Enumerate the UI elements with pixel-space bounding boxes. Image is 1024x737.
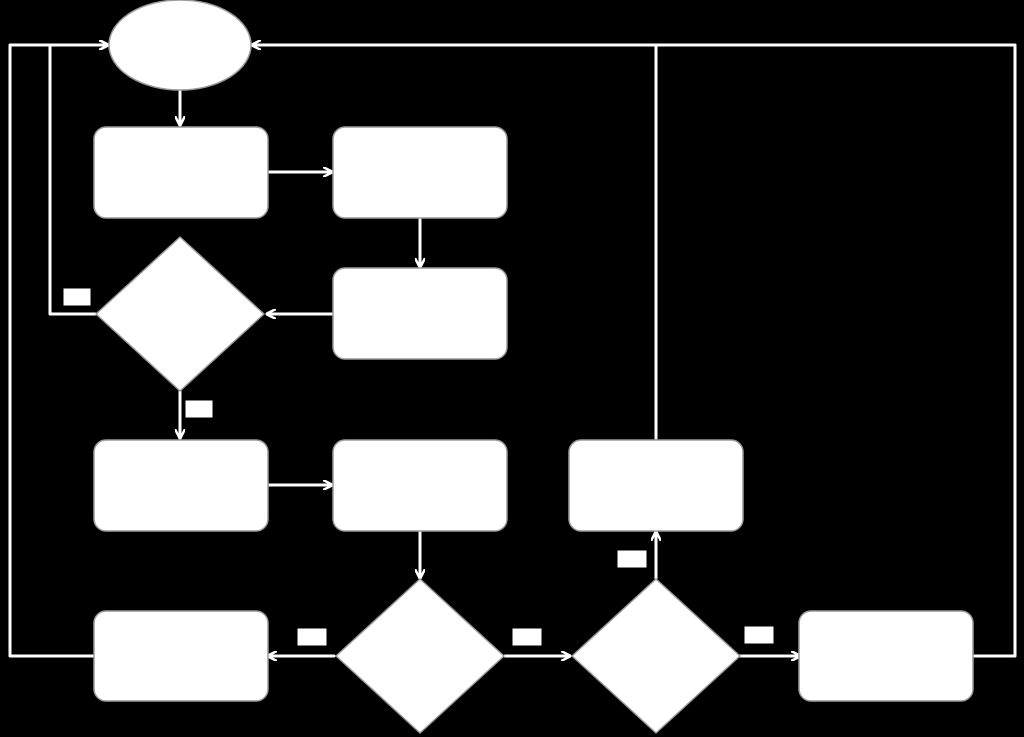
edge-label-decision-2-left	[296, 627, 328, 647]
process-step-5	[332, 439, 508, 532]
edge-labels	[62, 287, 775, 647]
process-step-7	[93, 610, 269, 702]
connectors	[8, 45, 1017, 658]
process-step-4	[93, 439, 269, 532]
process-step-8	[798, 610, 974, 702]
decision-3	[571, 578, 741, 734]
process-step-1	[93, 126, 269, 219]
process-step-3	[332, 267, 508, 360]
edge-label-decision-1-left	[62, 287, 92, 307]
process-step-6	[568, 439, 744, 532]
edge-label-decision-3-right	[743, 625, 775, 645]
process-step-2	[332, 126, 508, 219]
edge-label-decision-2-right	[511, 627, 543, 647]
decision-2	[335, 578, 505, 734]
edge-step-8-loop-to-start	[250, 45, 1017, 658]
edge-label-decision-3-up	[616, 549, 648, 569]
edge-step-7-loop-to-start	[8, 45, 110, 658]
decision-1	[95, 236, 265, 392]
edge-label-decision-1-down	[184, 399, 214, 419]
nodes	[93, 0, 974, 734]
start-terminal	[108, 0, 252, 91]
